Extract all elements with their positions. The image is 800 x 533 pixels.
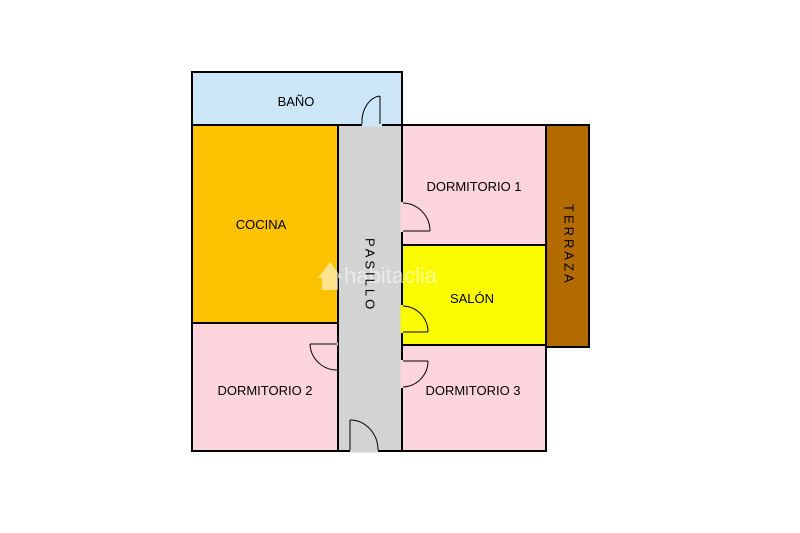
label-cocina: COCINA (236, 217, 287, 232)
watermark: habitaclia (318, 262, 438, 290)
label-terraza: TERRAZA (562, 204, 577, 286)
label-dormitorio-1: DORMITORIO 1 (426, 179, 521, 194)
room-terraza (545, 124, 590, 348)
room-bano (191, 71, 403, 126)
label-pasillo: PASILLO (363, 238, 378, 312)
door-entrada (349, 419, 379, 453)
label-dormitorio-2: DORMITORIO 2 (217, 383, 312, 398)
label-bano: BAÑO (278, 94, 315, 109)
room-salon (401, 244, 547, 346)
room-cocina (191, 124, 339, 324)
door-bano (361, 95, 382, 127)
label-salon: SALÓN (450, 291, 494, 306)
label-dormitorio-3: DORMITORIO 3 (425, 383, 520, 398)
door-dormitorio-1 (400, 202, 431, 232)
watermark-brand: habitaclia (344, 263, 438, 288)
door-dormitorio-2 (309, 342, 338, 371)
house-logo-icon (318, 262, 342, 290)
room-dormitorio-3 (401, 344, 547, 452)
door-salon (400, 305, 429, 333)
door-dormitorio-3 (400, 360, 429, 388)
